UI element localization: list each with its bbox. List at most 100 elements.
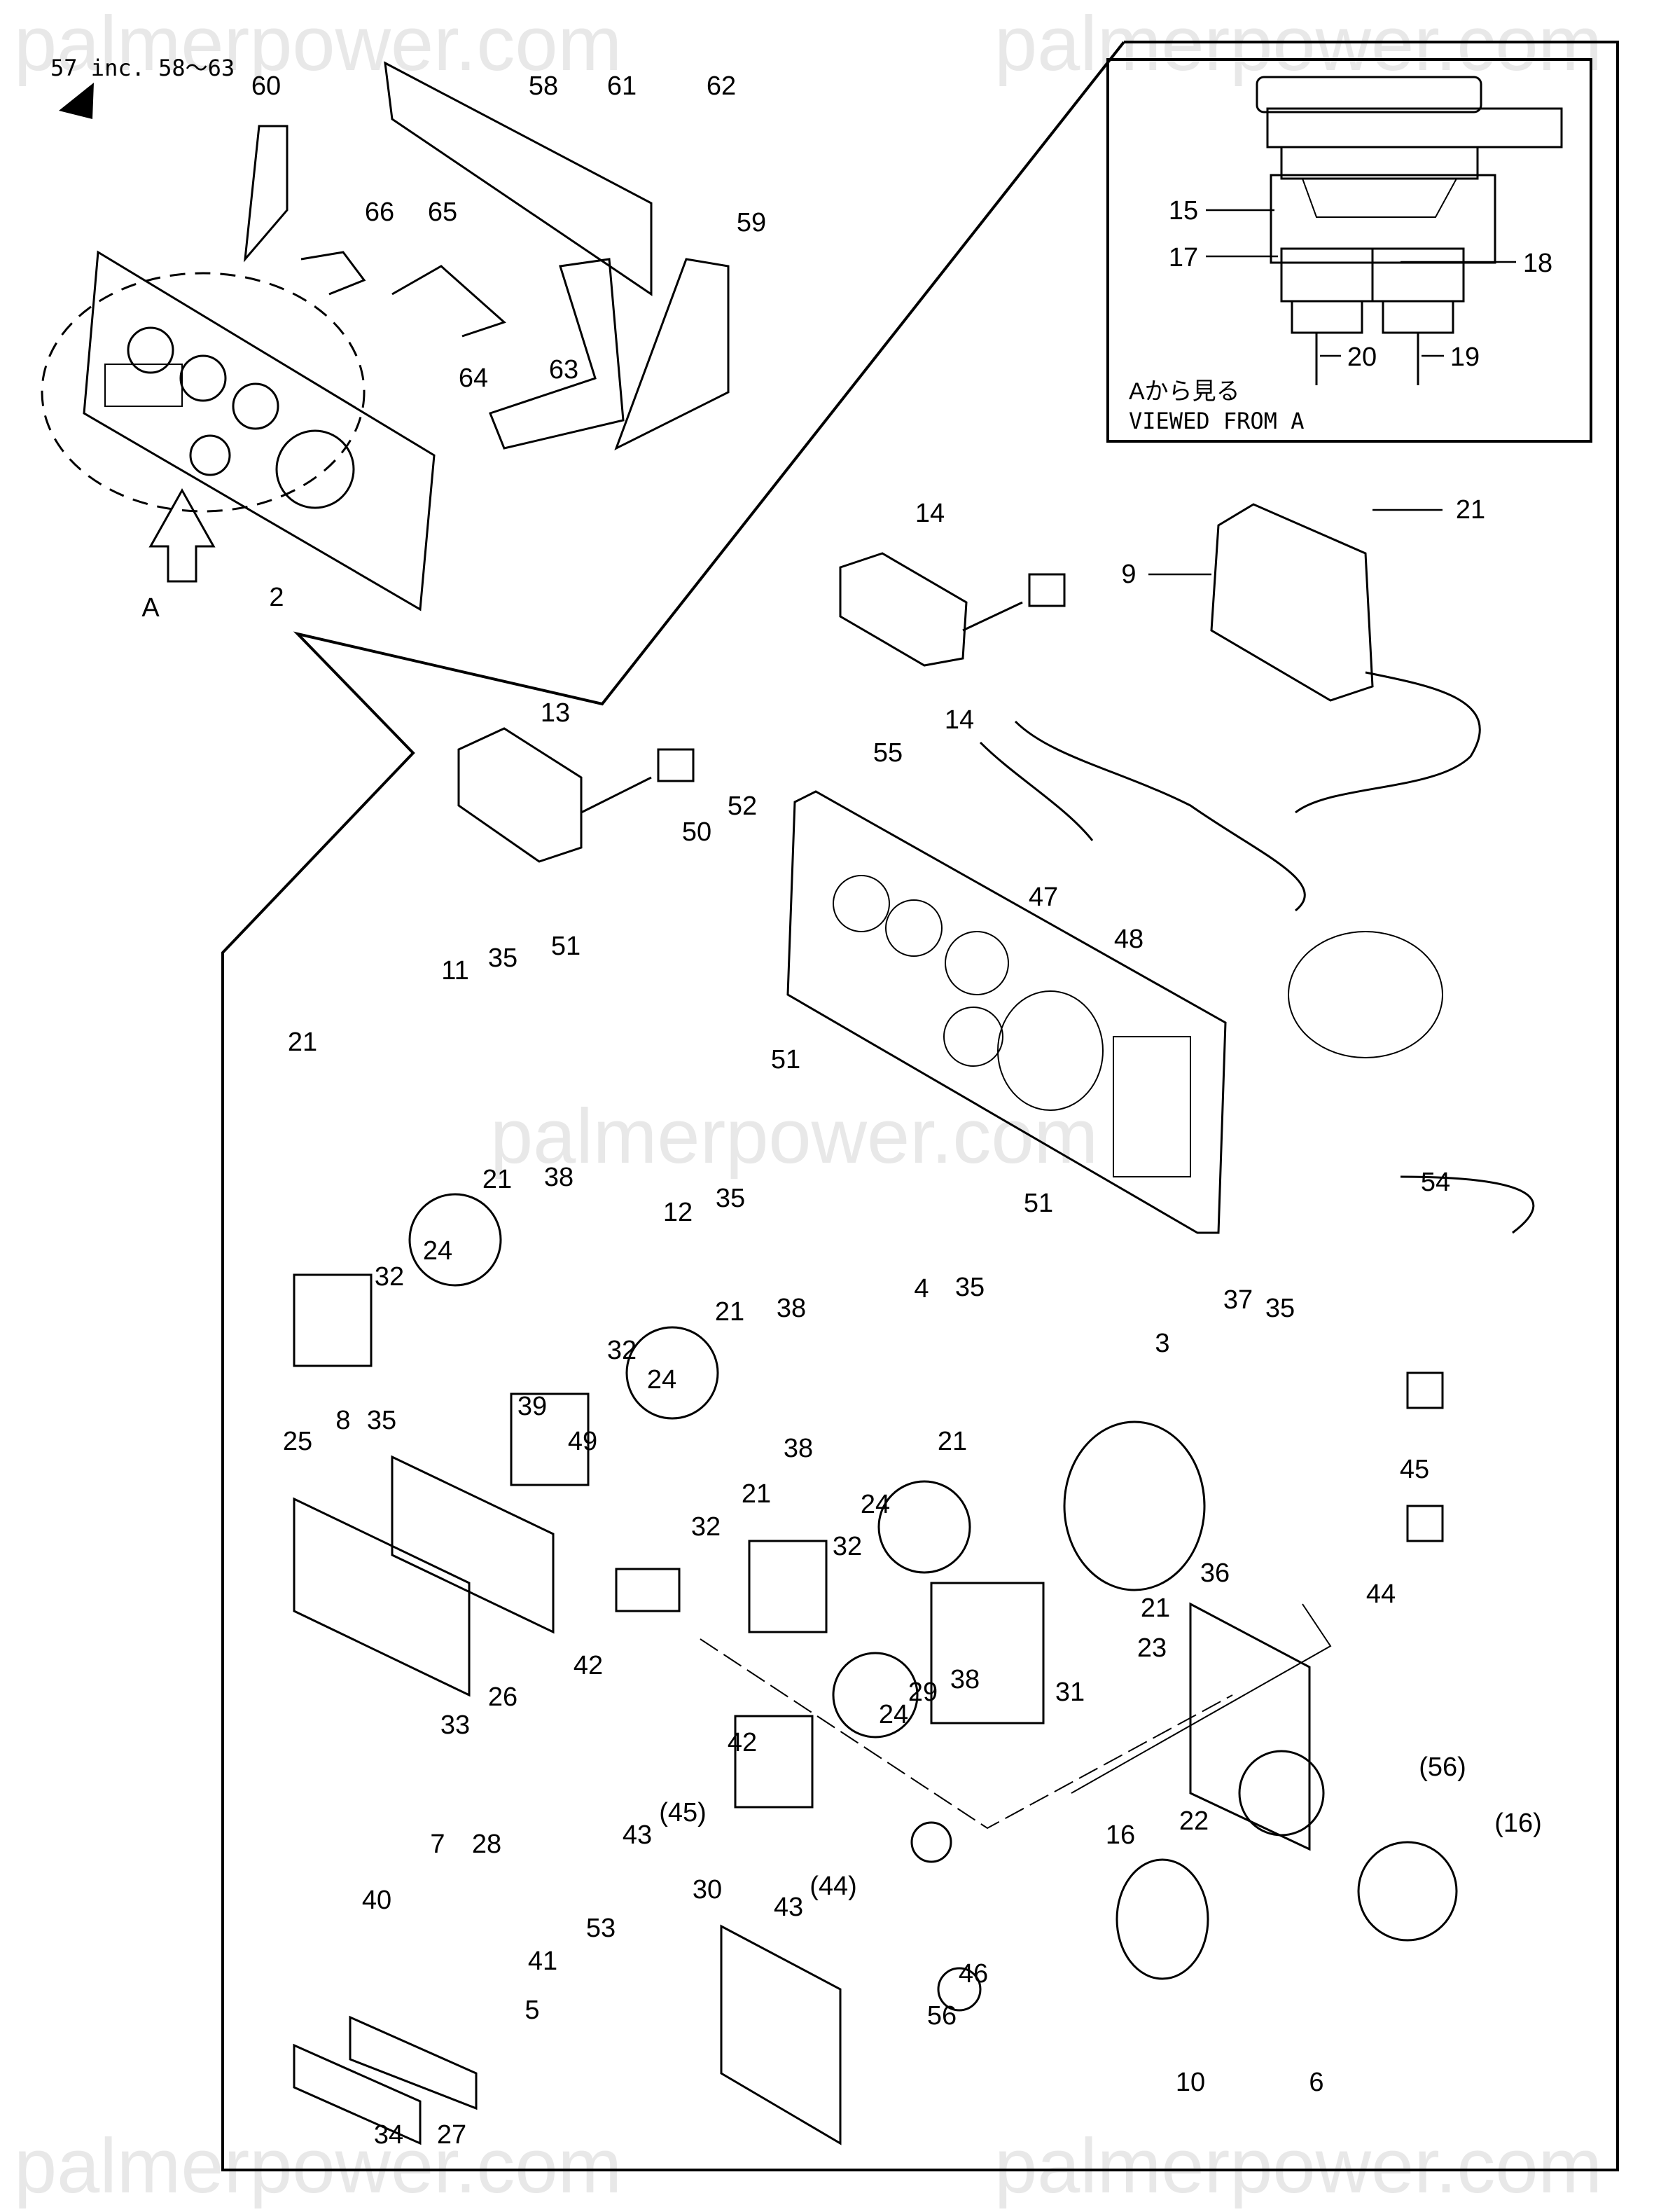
callout-39: 39 <box>517 1392 547 1421</box>
callout-21-g: 21 <box>1141 1594 1170 1623</box>
callout-60: 60 <box>251 71 281 101</box>
callout-56: 56 <box>927 2001 957 2031</box>
view-a-arrow-icon <box>148 488 216 583</box>
watermark-center: palmerpower.com <box>490 1093 1098 1180</box>
main-parts <box>293 503 1535 2145</box>
callout-21-b: 21 <box>288 1028 317 1057</box>
callout-35-b: 35 <box>716 1184 745 1213</box>
callout-11: 11 <box>441 956 468 986</box>
inset-label-18: 18 <box>1523 249 1552 278</box>
callout-35-d: 35 <box>1265 1294 1295 1323</box>
callout-21-e: 21 <box>938 1427 967 1456</box>
callout-33: 33 <box>440 1710 470 1740</box>
callout-58: 58 <box>529 71 558 101</box>
callout-4: 4 <box>914 1274 929 1304</box>
callout-21-c: 21 <box>482 1165 512 1194</box>
inset-caption-jp: Aから見る <box>1129 378 1240 405</box>
callout-14-upper: 14 <box>915 499 945 528</box>
controller-9 <box>1210 503 1374 702</box>
callout-24-c: 24 <box>861 1490 890 1519</box>
callout-16-paren: (16) <box>1494 1809 1542 1838</box>
front-panel-2 <box>83 250 436 611</box>
inset-caption-en: VIEWED FROM A <box>1129 408 1304 434</box>
watermark-top-right: palmerpower.com <box>994 1 1602 87</box>
callout-37: 37 <box>1223 1285 1253 1315</box>
inset-label-17: 17 <box>1169 243 1198 272</box>
callout-38-b: 38 <box>777 1294 806 1323</box>
callout-5: 5 <box>524 1996 539 2025</box>
bracket-60 <box>244 125 289 263</box>
callout-44-paren: (44) <box>809 1872 857 1901</box>
callout-48: 48 <box>1114 925 1144 954</box>
module-13 <box>457 727 583 863</box>
callout-labels: 60 58 61 62 66 65 59 63 64 2 14 9 21 14 … <box>251 71 1542 2150</box>
plate-66 <box>300 251 366 296</box>
callout-29: 29 <box>908 1678 938 1707</box>
watermark-bottom-right: palmerpower.com <box>994 2123 1602 2209</box>
meter-8 <box>293 1497 471 1697</box>
callout-27: 27 <box>437 2120 466 2150</box>
callout-10: 10 <box>1176 2068 1205 2097</box>
key-switch-6 <box>1357 1841 1458 1942</box>
ring-nut-16 <box>1238 1750 1325 1837</box>
switch-45 <box>1406 1371 1444 1409</box>
callout-53: 53 <box>586 1914 616 1943</box>
callout-62: 62 <box>707 71 736 101</box>
callout-44: 44 <box>1366 1579 1396 1609</box>
inset-label-20: 20 <box>1347 343 1377 372</box>
callout-45: 45 <box>1400 1455 1429 1484</box>
callout-49: 49 <box>568 1427 597 1456</box>
callout-45-paren: (45) <box>659 1798 707 1827</box>
switch-44 <box>1406 1505 1444 1542</box>
gauge-4 <box>877 1480 971 1574</box>
callout-51-c: 51 <box>1024 1189 1053 1218</box>
callout-8: 8 <box>335 1406 350 1435</box>
callout-22: 22 <box>1179 1806 1209 1836</box>
switch-panel-22 <box>1189 1602 1311 1851</box>
callout-59: 59 <box>737 208 766 237</box>
gauge-11 <box>408 1193 502 1287</box>
callout-35-e: 35 <box>367 1406 396 1435</box>
callout-32-c: 32 <box>833 1532 862 1561</box>
callout-63: 63 <box>549 355 578 385</box>
callout-50: 50 <box>682 817 711 847</box>
callout-51-b: 51 <box>771 1045 800 1074</box>
callout-32-a: 32 <box>375 1262 404 1292</box>
callout-24-d: 24 <box>879 1700 908 1729</box>
callout-55: 55 <box>873 738 903 768</box>
callout-38-c: 38 <box>784 1434 813 1463</box>
callout-21-top: 21 <box>1456 495 1485 525</box>
bezel-31 <box>930 1582 1045 1724</box>
view-a-label: A <box>141 593 160 623</box>
callout-46: 46 <box>959 1959 988 1989</box>
watermark-top-left: palmerpower.com <box>14 1 622 87</box>
callout-21-f: 21 <box>742 1479 771 1509</box>
view-arrow-icon <box>59 83 94 119</box>
watermark-bottom-left: palmerpower.com <box>14 2123 622 2209</box>
instrument-plate-55 <box>786 790 1227 1234</box>
lens-46 <box>910 1821 952 1863</box>
callout-42-b: 42 <box>728 1728 757 1757</box>
callout-13: 13 <box>541 698 570 728</box>
callout-30: 30 <box>693 1875 722 1905</box>
assembly-note: 57 inc. 58～63 <box>50 55 235 81</box>
harness-54 <box>1400 1175 1535 1234</box>
module-14 <box>839 552 968 667</box>
callout-47: 47 <box>1029 883 1058 912</box>
callout-52: 52 <box>728 792 757 821</box>
callout-25: 25 <box>283 1427 312 1456</box>
callout-66: 66 <box>365 198 394 227</box>
bezel-32c <box>748 1540 828 1633</box>
main-frame-outline <box>221 41 1619 2171</box>
callout-34: 34 <box>374 2120 403 2150</box>
hourmeter-5 <box>349 2015 478 2110</box>
callout-24-a: 24 <box>423 1236 452 1266</box>
cover-59 <box>614 258 730 451</box>
panel-assembly-top: A <box>41 61 730 623</box>
callout-16: 16 <box>1106 1820 1135 1850</box>
callout-51-a: 51 <box>551 932 581 961</box>
callout-40: 40 <box>362 1886 391 1915</box>
callout-41: 41 <box>528 1947 557 1976</box>
callout-38-a: 38 <box>544 1163 574 1192</box>
cover-58 <box>384 61 653 296</box>
